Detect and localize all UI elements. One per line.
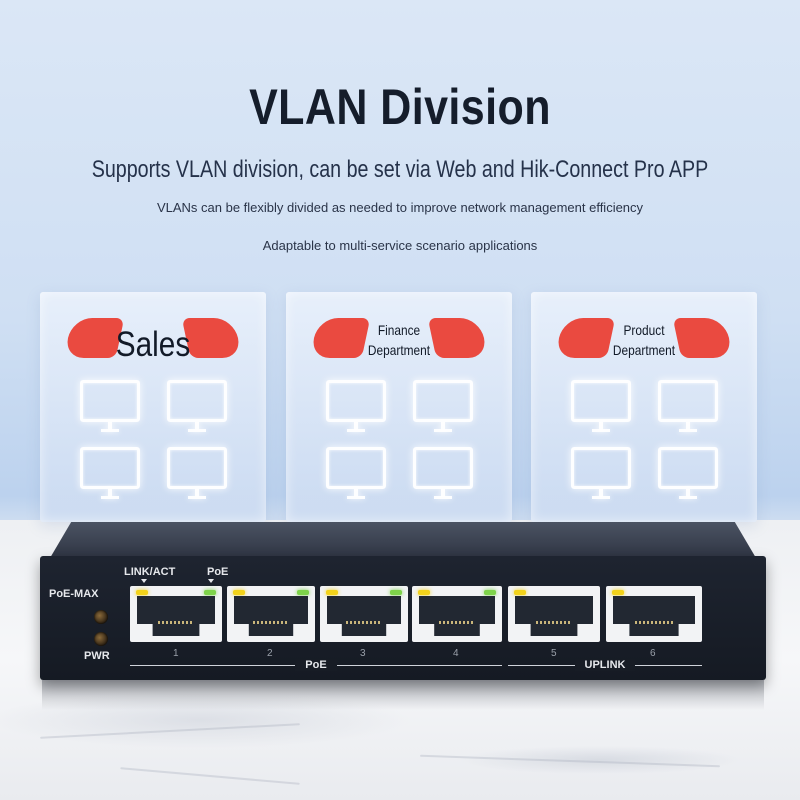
ethernet-port-1 [130,586,222,642]
monitor-icon [167,380,227,436]
port-number: 1 [173,648,179,659]
uplink-port-5 [508,586,600,642]
vlan-label: Finance Department [303,320,495,360]
uplink-group-label: UPLINK [574,659,636,671]
monitor-icon [658,447,718,503]
port-number: 6 [650,648,656,659]
pwr-label: PWR [84,650,110,662]
uplink-port-group: UPLINK [508,659,702,672]
vlan-label: Product Department [548,320,740,360]
monitor-icon [326,447,386,503]
poe-port-group: PoE [130,659,502,672]
floor-vein [120,767,300,785]
vlan-label: Sales [115,325,191,364]
link-act-label: LINK/ACT [124,566,176,578]
vlan-label-line-1: Product [623,322,665,338]
uplink-port-6 [606,586,702,642]
floor-vein [420,754,720,768]
monitor-icon [167,447,227,503]
vlan-panel-product: Product Department [531,292,757,522]
port-number: 3 [360,648,366,659]
poe-max-label: PoE-MAX [49,588,99,600]
switch-reflection [42,680,764,710]
vlan-label-line-2: Department [367,342,431,358]
arrow-down-icon [208,579,214,583]
description-line-1: VLANs can be flexibly divided as needed … [156,200,644,215]
monitor-group [567,378,727,508]
monitor-group [76,378,236,508]
poe-max-led-icon [94,610,108,624]
floor-vein [40,723,300,739]
network-switch: PoE-MAX PWR LINK/ACT PoE 1 2 3 4 5 6 PoE… [40,556,766,680]
poe-group-label: PoE [295,659,337,671]
vlan-label-line-1: Finance [377,322,421,338]
port-number: 5 [551,648,557,659]
ethernet-port-4 [412,586,502,642]
ethernet-port-2 [227,586,315,642]
description-line-2: Adaptable to multi-service scenario appl… [262,238,538,253]
monitor-icon [571,380,631,436]
monitor-icon [571,447,631,503]
vlan-panel-finance: Finance Department [286,292,512,522]
page-title: VLAN Division [249,79,551,135]
ethernet-port-3 [320,586,408,642]
vlan-label-line-2: Department [612,342,676,358]
pwr-led-icon [94,632,108,646]
switch-top-cover [50,522,756,558]
monitor-icon [80,380,140,436]
monitor-icon [413,447,473,503]
vlan-panel-sales: Sales [40,292,266,522]
monitor-group [322,378,482,508]
page-subtitle: Supports VLAN division, can be set via W… [91,156,709,183]
monitor-icon [658,380,718,436]
port-number: 4 [453,648,459,659]
poe-led-label: PoE [207,566,229,578]
arrow-down-icon [141,579,147,583]
monitor-icon [80,447,140,503]
monitor-icon [326,380,386,436]
monitor-icon [413,380,473,436]
port-number: 2 [267,648,273,659]
